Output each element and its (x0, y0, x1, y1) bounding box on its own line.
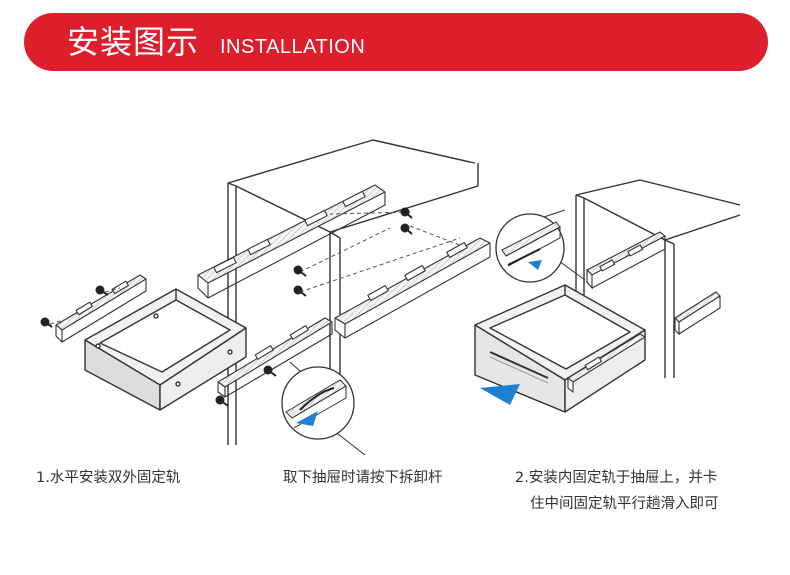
banner-title-cn: 安装图示 (67, 23, 200, 61)
right-drawer-box (474, 284, 646, 413)
right-drawer-rail (567, 333, 647, 394)
right-cabinet-rail (334, 237, 491, 339)
left-cabinet (227, 139, 479, 445)
caption-step2-line2: 住中间固定轨平行趟滑入即可 (530, 496, 719, 512)
insert-direction-arrow (480, 384, 520, 405)
left-cabinet-rail (197, 184, 386, 299)
screw-guides-cabinet (299, 211, 463, 293)
left-drawer-screws (40, 285, 109, 328)
engage-callout (495, 209, 586, 283)
right-cabinet-lower-rail (674, 291, 721, 336)
release-lever-callout (281, 361, 366, 456)
banner-title-en: INSTALLATION (220, 36, 366, 58)
section-banner: 安装图示 INSTALLATION (24, 13, 768, 71)
left-drawer-rail (55, 274, 147, 343)
drawer-rail-screws (215, 365, 277, 407)
caption-step1: 1.水平安装双外固定轨 (36, 470, 181, 486)
cabinet-screws (293, 207, 413, 297)
caption-remove-drawer: 取下抽屉时请按下拆卸杆 (283, 470, 443, 486)
left-drawer-box (84, 288, 247, 411)
right-cabinet-upper-rail (586, 231, 666, 290)
drawer-inner-rail (217, 317, 333, 398)
caption-step2-line1: 2.安装内固定轨于抽屉上，并卡 (515, 470, 718, 486)
